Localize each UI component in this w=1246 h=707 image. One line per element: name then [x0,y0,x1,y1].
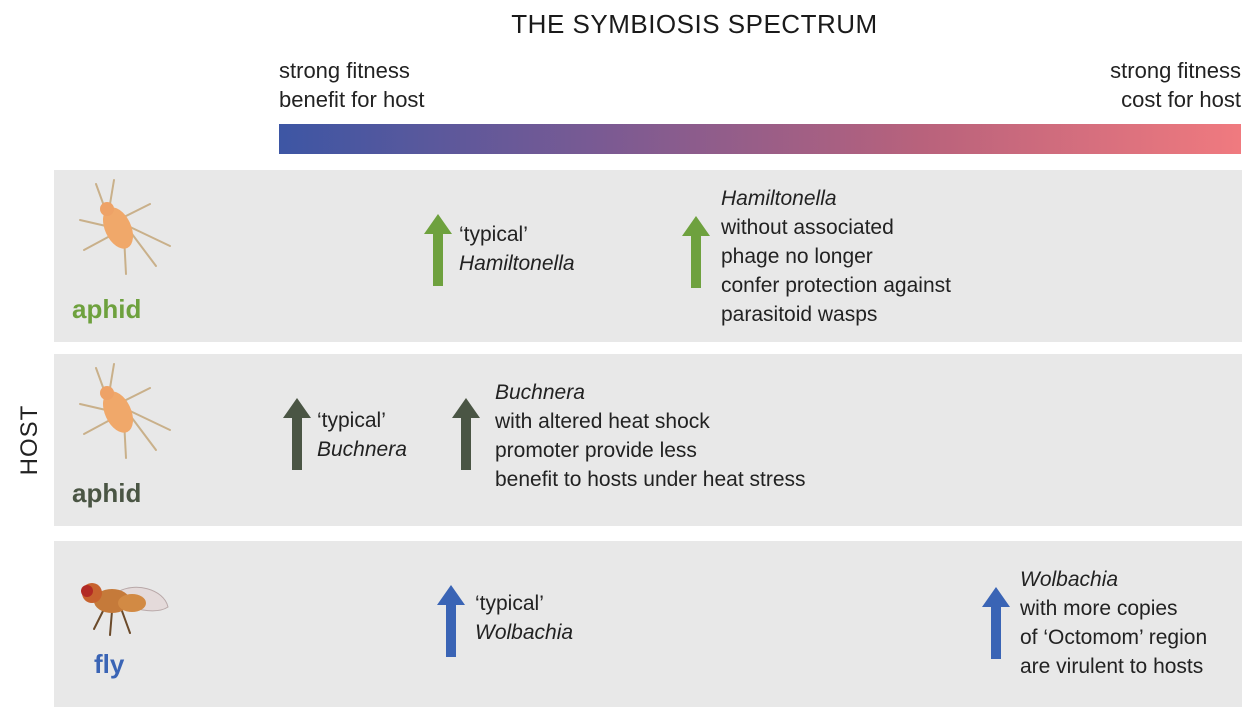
aphid-icon [79,179,171,275]
typical-label: ‘typical’ Hamiltonella [459,223,575,275]
typical-label: ‘typical’ Wolbachia [475,592,574,644]
row-aphid-buchnera: aphid ‘typical’ Buchnera Buchnera with a… [54,354,1242,526]
arrow-up-icon [452,398,480,470]
spectrum-right-label: strong fitness cost for host [1110,58,1241,112]
spectrum-gradient-bar [279,124,1241,154]
arrow-up-icon [283,398,311,470]
page-title: THE SYMBIOSIS SPECTRUM [511,9,878,39]
host-axis-label: HOST [16,404,43,476]
row-aphid-hamiltonella: aphid ‘typical’ Hamiltonella Hamiltonell… [54,170,1242,342]
spectrum-left-label: strong fitness benefit for host [279,58,425,112]
arrow-up-icon [982,587,1010,659]
host-name: fly [94,649,125,679]
host-name: aphid [72,478,142,508]
variant-label: Hamiltonella without associated phage no… [721,187,951,326]
fly-icon [81,583,169,636]
row-fly-wolbachia: fly ‘typical’ Wolbachia Wolbachia with m… [54,541,1242,707]
arrow-up-icon [682,216,710,288]
arrow-up-icon [424,214,452,286]
typical-label: ‘typical’ Buchnera [317,409,407,461]
variant-label: Buchnera with altered heat shock promote… [495,381,806,491]
arrow-up-icon [437,585,465,657]
aphid-icon [79,363,171,459]
variant-label: Wolbachia with more copies of ‘Octomom’ … [1020,568,1208,678]
host-name: aphid [72,294,142,324]
